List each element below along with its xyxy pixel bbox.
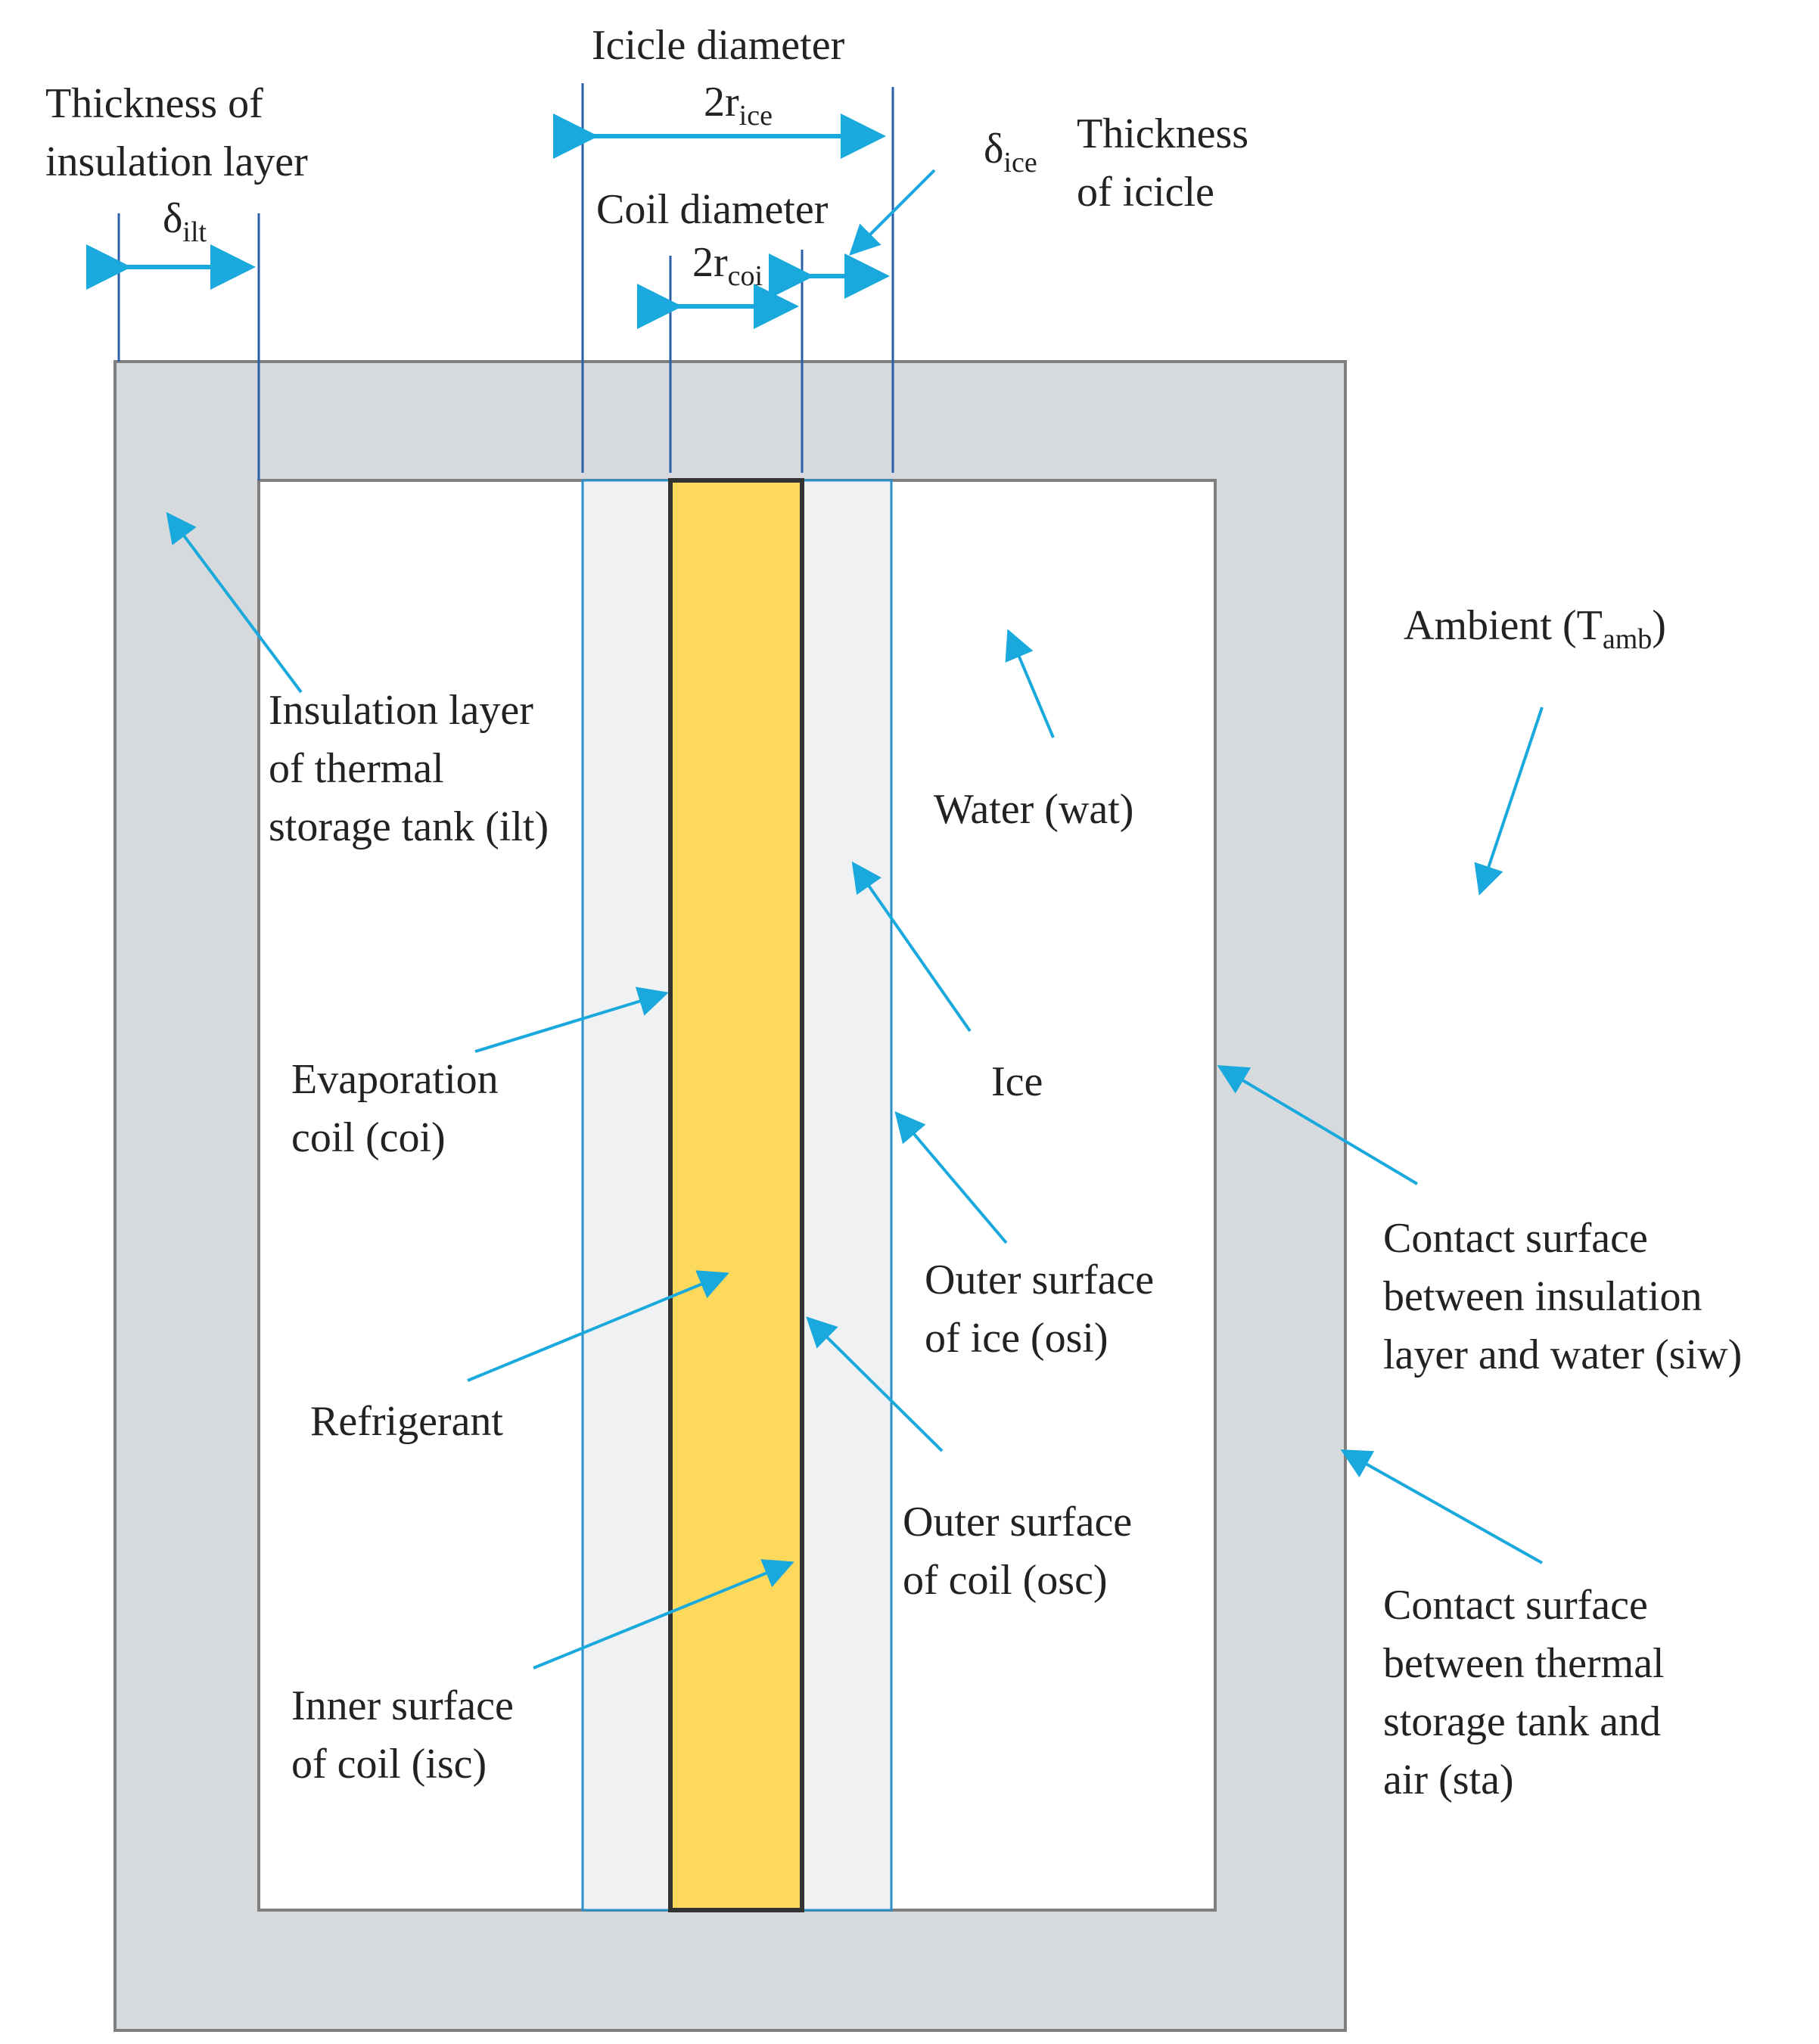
ambient-label: Ambient (Tamb) — [1404, 602, 1666, 655]
icicle-symbol: 2rice — [704, 79, 773, 132]
evaporation-coil-label-2: coil (coi) — [291, 1114, 446, 1161]
inner-surface-coil-label-2: of coil (isc) — [291, 1741, 487, 1788]
osi-pointer — [894, 1111, 1008, 1244]
outer-surface-ice-label-2: of ice (osi) — [925, 1315, 1109, 1362]
refrigerant-label: Refrigerant — [310, 1398, 503, 1445]
sta-label-2: between thermal — [1383, 1640, 1665, 1687]
insulation-thickness-label-2: insulation layer — [45, 138, 308, 185]
icicle-thickness-label-2: of icicle — [1077, 169, 1214, 216]
coil-symbol: 2rcoi — [692, 239, 763, 292]
outer-surface-coil-label-1: Outer surface — [903, 1499, 1132, 1545]
refrigerant-coil-shape — [668, 478, 804, 1912]
osc-pointer — [806, 1316, 944, 1452]
siw-label-3: layer and water (siw) — [1383, 1331, 1742, 1378]
isc-pointer — [533, 1559, 794, 1670]
icicle-thickness-label-1: Thickness — [1077, 110, 1248, 157]
ice-thickness-symbol: δice — [984, 126, 1037, 179]
insulation-layer-label-3: storage tank (ilt) — [269, 803, 549, 850]
siw-label-2: between insulation — [1383, 1273, 1702, 1320]
siw-label-1: Contact surface — [1383, 1215, 1648, 1262]
water-label: Water (wat) — [934, 786, 1133, 833]
ambient-pointer — [1474, 707, 1544, 896]
inner-surface-coil-label-1: Inner surface — [291, 1682, 514, 1729]
outer-surface-ice-label-1: Outer surface — [925, 1257, 1154, 1303]
sta-pointer — [1340, 1449, 1543, 1564]
refrigerant-pointer — [467, 1270, 729, 1382]
insulation-layer-pointer — [166, 511, 303, 694]
ice-pointer — [851, 861, 972, 1033]
dimension-arrows — [86, 113, 890, 329]
evaporation-coil-pointer — [474, 986, 669, 1053]
water-pointer — [1005, 629, 1055, 738]
sta-label-3: storage tank and — [1383, 1698, 1661, 1745]
insulation-layer-label-2: of thermal — [269, 745, 444, 792]
ice-thickness-pointer — [849, 169, 936, 256]
outer-surface-coil-label-2: of coil (osc) — [903, 1557, 1108, 1604]
insulation-thickness-label-1: Thickness of — [45, 80, 263, 127]
siw-pointer — [1217, 1064, 1419, 1185]
icicle-diameter-label: Icicle diameter — [592, 22, 845, 69]
insulation-layer-label-1: Insulation layer — [269, 687, 533, 734]
ice-label: Ice — [991, 1058, 1043, 1105]
ice-right-shape — [801, 479, 893, 1912]
coil-diameter-label: Coil diameter — [596, 186, 829, 233]
insulation-thickness-symbol: δilt — [163, 195, 207, 248]
pointer-arrows — [166, 169, 1544, 1670]
evaporation-coil-label-1: Evaporation — [291, 1056, 499, 1103]
sta-label-1: Contact surface — [1383, 1582, 1648, 1629]
ice-left-shape — [581, 479, 672, 1912]
sta-label-4: air (sta) — [1383, 1757, 1514, 1803]
